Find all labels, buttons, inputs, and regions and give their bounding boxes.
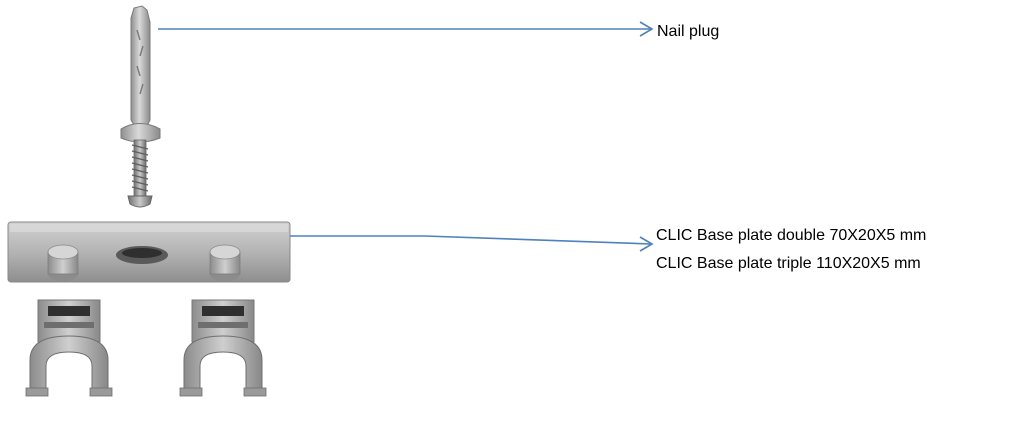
leader-arrow-nail-plug — [158, 21, 654, 37]
callout-nail-plug: Nail plug — [657, 23, 720, 40]
clip-image-right — [179, 299, 267, 397]
base-plate-image — [7, 221, 291, 283]
callout-base-plate-double: CLIC Base plate double 70X20X5 mm — [656, 227, 927, 244]
clip-image-left — [25, 299, 113, 397]
leader-arrow-base-plate — [290, 235, 654, 252]
nail-plug-image — [120, 5, 161, 208]
callout-base-plate-triple: CLIC Base plate triple 110X20X5 mm — [656, 255, 921, 272]
